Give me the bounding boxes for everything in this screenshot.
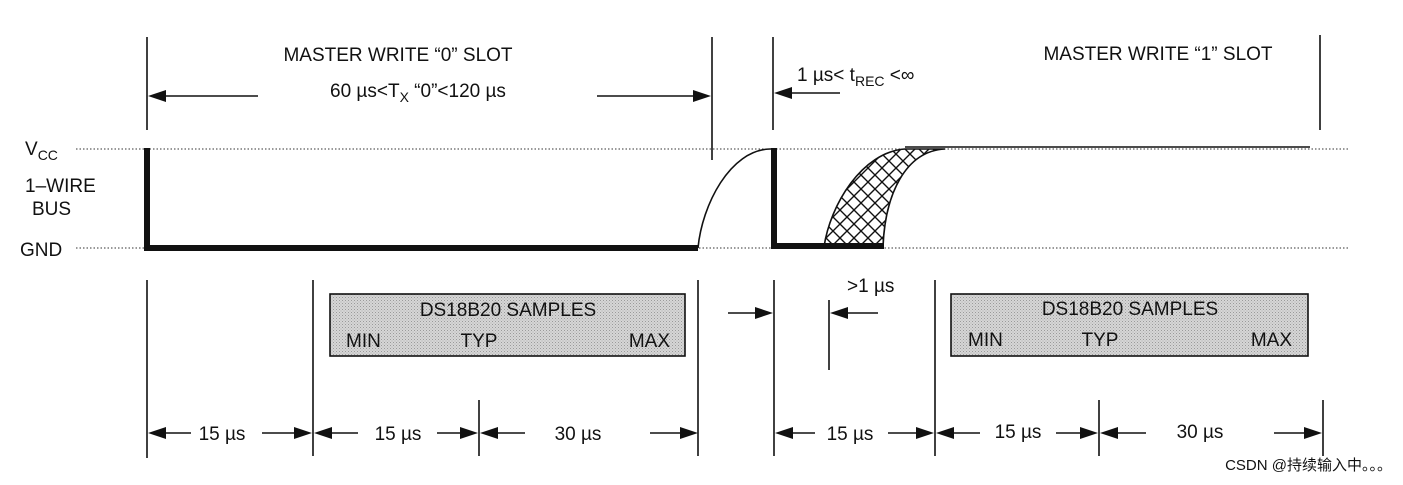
write1-sample-box-title: DS18B20 SAMPLES: [1042, 299, 1218, 320]
w1a-arrow-right-head: [916, 427, 934, 439]
write1-interval-a: 15 µs: [775, 424, 934, 445]
write1-sample-typ: TYP: [1082, 330, 1119, 351]
w0a-arrow-right-head: [294, 427, 312, 439]
w0b-label: 15 µs: [375, 424, 422, 445]
gnd-label: GND: [20, 240, 62, 261]
trec-sub: REC: [855, 73, 885, 89]
gt1us-label: >1 µs: [847, 276, 894, 297]
write0-slot-title: MASTER WRITE “0” SLOT: [283, 45, 512, 66]
write1-interval-c: 30 µs: [1100, 422, 1322, 443]
w0c-arrow-right-head: [680, 427, 698, 439]
tx-arrow-left-head: [148, 90, 166, 102]
write0-recovery-rise: [697, 148, 775, 249]
w0a-label: 15 µs: [199, 424, 246, 445]
w1b-arrow-left-head: [936, 427, 954, 439]
trec-post: <∞: [885, 65, 915, 86]
write0-sample-min: MIN: [346, 331, 381, 352]
tx-range-post: “0”<120 µs: [409, 81, 506, 102]
write1-sample-box: DS18B20 SAMPLES MIN TYP MAX: [950, 293, 1309, 357]
tx-range-pre: 60 µs<T: [330, 81, 400, 102]
w0c-label: 30 µs: [555, 424, 602, 445]
w0c-arrow-left-head: [480, 427, 498, 439]
w1b-arrow-right-head: [1080, 427, 1098, 439]
tx-range-label: 60 µs<TX “0”<120 µs: [330, 81, 506, 105]
w1c-label: 30 µs: [1177, 422, 1224, 443]
write0-interval-a: 15 µs: [148, 424, 312, 445]
w1b-label: 15 µs: [995, 422, 1042, 443]
write0-sample-box-title: DS18B20 SAMPLES: [420, 300, 596, 321]
trec-label: 1 µs< tREC <∞: [797, 65, 914, 89]
write1-sample-min: MIN: [968, 330, 1003, 351]
bus-label-line2: BUS: [32, 199, 71, 220]
w0b-arrow-right-head: [460, 427, 478, 439]
w0a-arrow-left-head: [148, 427, 166, 439]
w1c-arrow-left-head: [1100, 427, 1118, 439]
write1-sample-max: MAX: [1251, 330, 1293, 351]
write0-low-pulse: [144, 148, 698, 251]
write0-interval-c: 30 µs: [480, 424, 698, 445]
write0-sample-box: DS18B20 SAMPLES MIN TYP MAX: [329, 293, 686, 357]
vcc-sub: CC: [38, 147, 58, 163]
write0-sample-box-frame: [329, 293, 686, 357]
gt1us-left-arrow-head: [755, 307, 773, 319]
write1-interval-b: 15 µs: [936, 422, 1098, 443]
w1a-label: 15 µs: [827, 424, 874, 445]
write1-release-hatched-region: [823, 148, 946, 248]
tx-arrow-right-head: [693, 90, 711, 102]
csdn-watermark: CSDN @持续输入中。。。: [1225, 457, 1392, 474]
w0b-arrow-left-head: [314, 427, 332, 439]
w1a-arrow-left-head: [775, 427, 793, 439]
vcc-main: V: [25, 139, 38, 160]
write1-sample-box-frame: [950, 293, 1309, 357]
tx-range-sub: X: [400, 89, 410, 105]
write0-sample-typ: TYP: [461, 331, 498, 352]
write0-interval-b: 15 µs: [314, 424, 478, 445]
gt1us-right-arrow-head: [830, 307, 848, 319]
bus-label-line1: 1–WIRE: [25, 176, 96, 197]
trec-arrow-head: [774, 87, 792, 99]
write1-slot-title: MASTER WRITE “1” SLOT: [1043, 44, 1272, 65]
trec-pre: 1 µs< t: [797, 65, 856, 86]
write0-sample-max: MAX: [629, 331, 671, 352]
vcc-label: VCC: [25, 139, 58, 163]
w1c-arrow-right-head: [1304, 427, 1322, 439]
